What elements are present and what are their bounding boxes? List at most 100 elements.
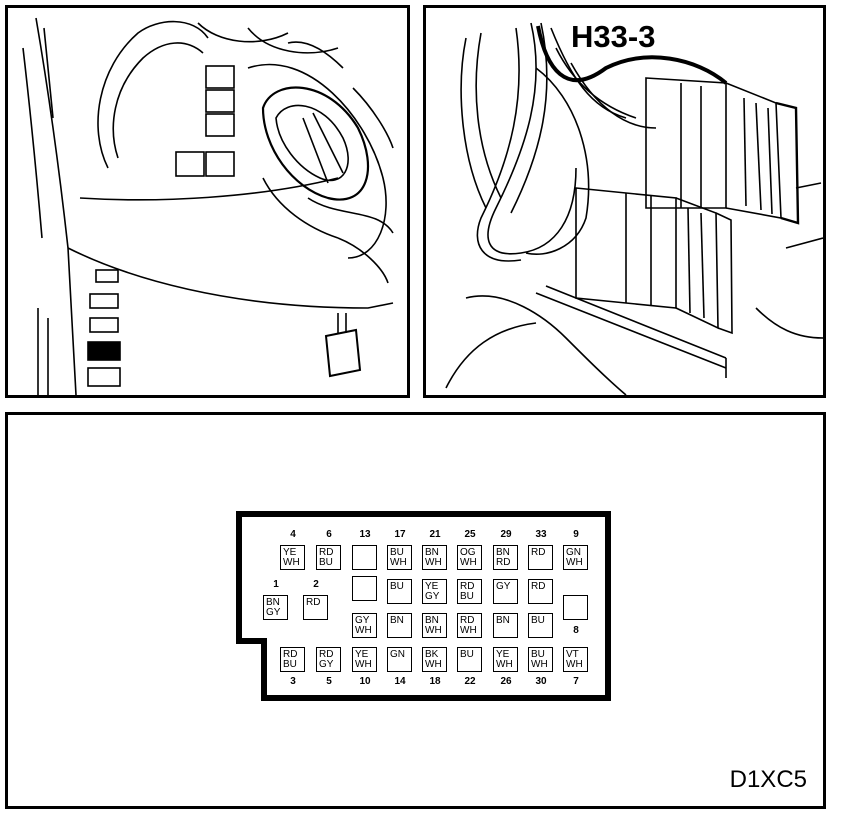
pin-cavity: RD [528,579,553,604]
wire-color-code: GY [425,591,440,602]
wire-color-code: WH [425,659,442,670]
wire-color-code: BU [390,547,404,558]
wire-color-code: BN [425,547,439,558]
pin-cavity [563,595,588,620]
wire-color-code: BN [496,547,510,558]
pin-number: 33 [535,529,547,540]
drawing-code: D1XC5 [729,766,807,793]
connector-housing [236,511,611,701]
pin-number: 3 [290,676,296,687]
wire-color-code: GN [566,547,581,558]
wire-color-code: BN [496,615,510,626]
connector-closeup-view: H33-3 [423,5,826,398]
wire-color-code: YE [283,547,297,558]
connector-label: H33-3 [567,19,660,55]
pin-cavity [352,576,377,601]
wire-color-code: BU [460,649,474,660]
pin-cavity: BU [528,613,553,638]
pin-number: 13 [359,529,371,540]
wire-color-code: WH [283,557,300,568]
wire-color-code: RD [531,581,546,592]
wire-color-code: GY [319,659,334,670]
connector-illustration [445,22,823,395]
wire-color-code: GY [496,581,511,592]
wire-color-code: WH [355,625,372,636]
wire-color-code: RD [306,597,321,608]
pin-cavity: RD [303,595,328,620]
wire-color-code: BU [319,557,333,568]
pin-number: 17 [394,529,406,540]
wire-color-code: WH [460,557,477,568]
pin-number: 5 [326,676,332,687]
dashboard-illustration [22,17,394,395]
pin-number: 8 [573,625,579,636]
wire-color-code: YE [496,649,510,660]
pin-number: 6 [326,529,332,540]
pin-cavity: GN [387,647,412,672]
wire-color-code: GN [390,649,405,660]
pin-number: 18 [429,676,441,687]
wire-color-code: WH [566,557,583,568]
pin-number: 29 [500,529,512,540]
pin-number: 10 [359,676,371,687]
pin-cavity: BU [387,579,412,604]
pin-cavity: RD [528,545,553,570]
wire-color-code: WH [460,625,477,636]
pin-number: 1 [273,579,279,590]
pin-number: 25 [464,529,476,540]
wire-color-code: VT [566,649,579,660]
wire-color-code: RD [319,547,334,558]
wire-color-code: WH [566,659,583,670]
wire-color-code: RD [496,557,511,568]
pin-number: 2 [313,579,319,590]
wire-color-code: BU [531,615,545,626]
dashboard-location-view [5,5,410,398]
wire-color-code: RD [460,581,475,592]
pin-cavity [352,545,377,570]
wire-color-code: WH [425,625,442,636]
wire-color-code: OG [460,547,476,558]
wire-color-code: YE [425,581,439,592]
wire-color-code: WH [496,659,513,670]
wire-color-code: RD [531,547,546,558]
wire-color-code: WH [425,557,442,568]
wire-color-code: GY [355,615,370,626]
wire-color-code: BN [390,615,404,626]
pin-number: 14 [394,676,406,687]
pin-number: 21 [429,529,441,540]
wire-color-code: RD [283,649,298,660]
wire-color-code: WH [390,557,407,568]
pin-number: 7 [573,676,579,687]
wire-color-code: WH [531,659,548,670]
pin-number: 9 [573,529,579,540]
pin-cavity: GY [493,579,518,604]
wire-color-code: BN [425,615,439,626]
pin-cavity: BN [387,613,412,638]
wire-color-code: BK [425,649,439,660]
wire-color-code: BU [283,659,297,670]
wire-color-code: WH [355,659,372,670]
wire-color-code: BU [390,581,404,592]
wire-color-code: BU [531,649,545,660]
pin-cavity: BU [457,647,482,672]
pin-number: 4 [290,529,296,540]
pin-number: 26 [500,676,512,687]
wire-color-code: RD [460,615,475,626]
